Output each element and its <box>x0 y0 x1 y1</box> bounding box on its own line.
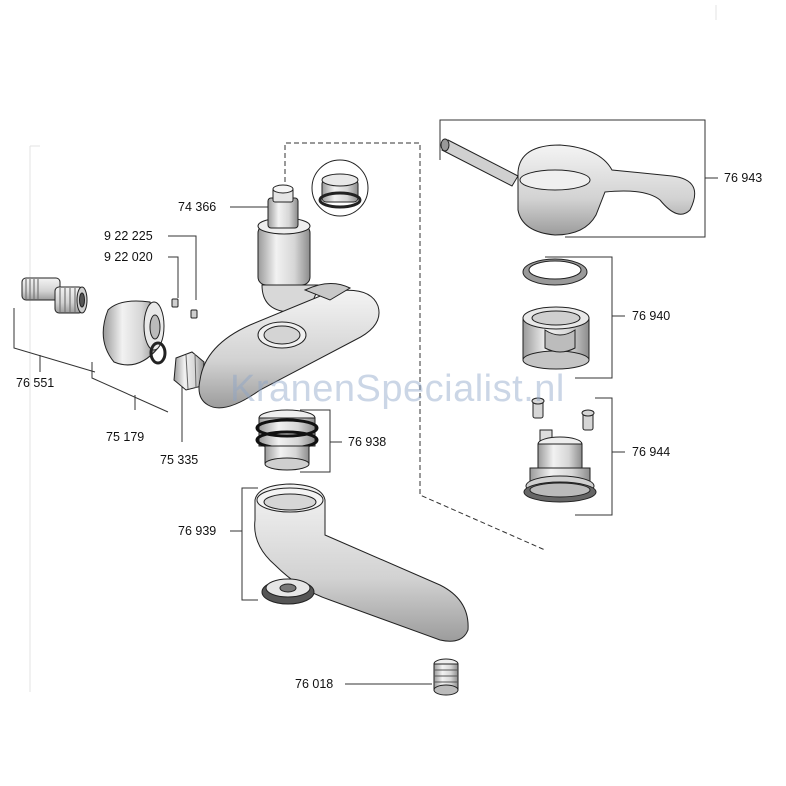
watermark-part2: Specialist <box>355 368 524 410</box>
part-76943-lever <box>440 138 695 236</box>
label-922225: 9 22 225 <box>104 229 153 243</box>
part-75335-nut <box>173 351 205 391</box>
label-75179: 75 179 <box>106 430 145 444</box>
part-75179-rosette <box>102 300 167 366</box>
label-922020: 9 22 020 <box>104 250 153 264</box>
part-mixer-body <box>198 184 380 409</box>
part-76944-cartridge <box>523 429 597 503</box>
watermark-part1: Kranen <box>230 368 356 410</box>
part-76551-nipple <box>21 277 88 314</box>
label-76551: 76 551 <box>16 376 55 390</box>
watermark: KranenSpecialist.nl <box>230 368 565 411</box>
label-76018: 76 018 <box>295 677 334 691</box>
page-frame <box>29 5 717 692</box>
part-76940-nut-sleeve <box>522 258 590 370</box>
label-75335: 75 335 <box>160 453 199 467</box>
label-brackets <box>13 119 718 685</box>
label-76943: 76 943 <box>724 171 763 185</box>
assembly-dashed-lines <box>284 142 546 551</box>
watermark-part3: .nl <box>523 368 565 410</box>
part-76938-cartridge <box>255 409 319 471</box>
detail-callout <box>311 159 369 217</box>
label-76940: 76 940 <box>632 309 671 323</box>
part-76018-aerator <box>433 658 459 696</box>
parts-cartridge-screws <box>531 397 595 431</box>
label-76944: 76 944 <box>632 445 671 459</box>
parts-small-screws <box>171 298 198 319</box>
part-spout-seal <box>261 578 315 605</box>
label-74366: 74 366 <box>178 200 217 214</box>
label-76939: 76 939 <box>178 524 217 538</box>
part-76939-spout <box>254 483 469 642</box>
label-76938: 76 938 <box>348 435 387 449</box>
